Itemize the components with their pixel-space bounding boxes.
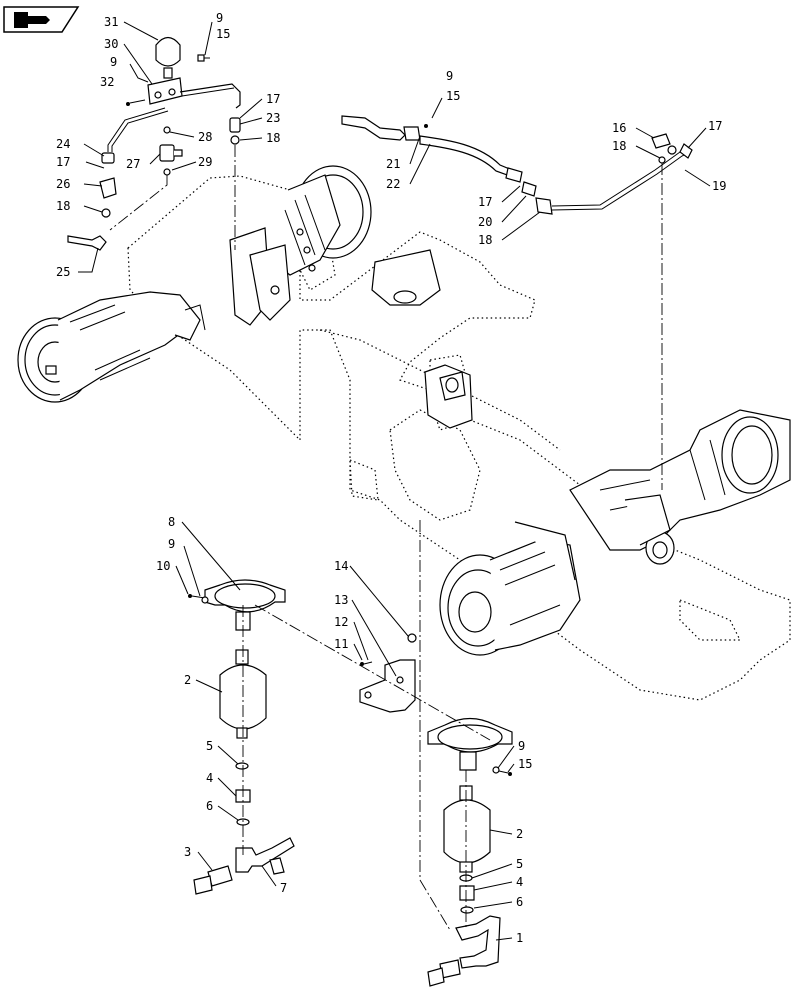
callout-17: 17 bbox=[478, 195, 492, 209]
callout-17: 17 bbox=[56, 155, 70, 169]
right-accumulator-assembly bbox=[427, 717, 513, 987]
callout-17: 17 bbox=[708, 119, 722, 133]
callout-18: 18 bbox=[478, 233, 492, 247]
callout-6: 6 bbox=[516, 895, 523, 909]
top-center-hose-group bbox=[341, 115, 693, 490]
callout-14: 14 bbox=[334, 559, 348, 573]
callout-4: 4 bbox=[516, 875, 523, 889]
left-wheel-hub bbox=[17, 291, 206, 403]
callout-labels: 31 9 15 30 9 32 24 17 26 18 28 27 29 17 … bbox=[56, 11, 726, 945]
callout-17: 17 bbox=[266, 92, 280, 106]
callout-2: 2 bbox=[516, 827, 523, 841]
callout-5: 5 bbox=[516, 857, 523, 871]
callout-4: 4 bbox=[206, 771, 213, 785]
rear-wheel-hub bbox=[229, 165, 372, 326]
assembly-center-lines bbox=[254, 520, 491, 931]
callout-3: 3 bbox=[184, 845, 191, 859]
callout-22: 22 bbox=[386, 177, 400, 191]
callout-18: 18 bbox=[56, 199, 70, 213]
callout-30: 30 bbox=[104, 37, 118, 51]
book-navigation-icon[interactable] bbox=[3, 6, 80, 33]
callout-18: 18 bbox=[612, 139, 626, 153]
callout-20: 20 bbox=[478, 215, 492, 229]
callout-9: 9 bbox=[216, 11, 223, 25]
callout-5: 5 bbox=[206, 739, 213, 753]
callout-31: 31 bbox=[104, 15, 118, 29]
callout-15: 15 bbox=[446, 89, 460, 103]
callout-11: 11 bbox=[334, 637, 348, 651]
callout-10: 10 bbox=[156, 559, 170, 573]
callout-1: 1 bbox=[516, 931, 523, 945]
callout-9: 9 bbox=[446, 69, 453, 83]
accumulator-bracket bbox=[359, 633, 417, 713]
callout-15: 15 bbox=[216, 27, 230, 41]
callout-2: 2 bbox=[184, 673, 191, 687]
callout-12: 12 bbox=[334, 615, 348, 629]
callout-9: 9 bbox=[110, 55, 117, 69]
callout-27: 27 bbox=[126, 157, 140, 171]
callout-7: 7 bbox=[280, 881, 287, 895]
callout-25: 25 bbox=[56, 265, 70, 279]
callout-18: 18 bbox=[266, 131, 280, 145]
leader-lines bbox=[78, 21, 711, 941]
callout-13: 13 bbox=[334, 593, 348, 607]
callout-8: 8 bbox=[168, 515, 175, 529]
callout-16: 16 bbox=[612, 121, 626, 135]
callout-32: 32 bbox=[100, 75, 114, 89]
callout-6: 6 bbox=[206, 799, 213, 813]
callout-9: 9 bbox=[168, 537, 175, 551]
callout-28: 28 bbox=[198, 130, 212, 144]
left-accumulator-assembly bbox=[188, 579, 295, 895]
callout-26: 26 bbox=[56, 177, 70, 191]
callout-15: 15 bbox=[518, 757, 532, 771]
callout-24: 24 bbox=[56, 137, 70, 151]
callout-19: 19 bbox=[712, 179, 726, 193]
callout-21: 21 bbox=[386, 157, 400, 171]
front-wheel-hub bbox=[439, 521, 581, 656]
callout-9: 9 bbox=[518, 739, 525, 753]
callout-29: 29 bbox=[198, 155, 212, 169]
callout-23: 23 bbox=[266, 111, 280, 125]
center-pivot bbox=[371, 249, 473, 429]
top-left-line-group bbox=[67, 36, 241, 251]
front-axle bbox=[569, 409, 791, 565]
